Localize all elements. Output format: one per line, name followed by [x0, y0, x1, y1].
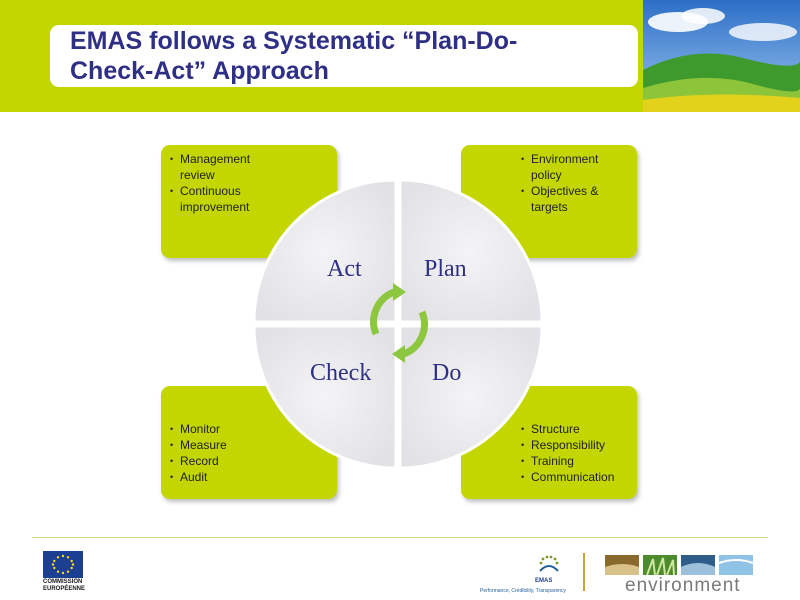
plan-item-1: Environment policy	[521, 151, 621, 183]
title-line-1: EMAS follows a Systematic “Plan-Do-	[70, 27, 518, 55]
title-line-2: Check-Act” Approach	[70, 57, 329, 85]
do-item-3: Training	[521, 453, 633, 469]
emas-logo-icon	[539, 555, 559, 572]
check-item-3: Record	[170, 453, 270, 469]
do-box: Structure Responsibility Training Commun…	[461, 386, 637, 499]
act-item-2: Continuous improvement	[170, 183, 270, 215]
emas-logo-text: EMAS	[535, 578, 553, 584]
plan-list: Environment policy Objectives & targets	[521, 151, 621, 215]
do-item-2: Responsibility	[521, 437, 633, 453]
title-box	[50, 25, 638, 87]
check-item-2: Measure	[170, 437, 270, 453]
check-item-4: Audit	[170, 469, 270, 485]
eu-flag-icon	[43, 551, 83, 578]
do-label: Do	[432, 360, 462, 386]
slide-title: EMAS follows a Systematic “Plan-Do- Chec…	[70, 26, 590, 86]
pdca-circle	[252, 178, 544, 470]
emas-tagline: Performance, Credibility, Transparency	[480, 588, 567, 594]
check-item-1: Monitor	[170, 421, 270, 437]
check-list: Monitor Measure Record Audit	[170, 421, 270, 485]
plan-label: Plan	[424, 256, 467, 282]
cycle-arrows-icon	[370, 288, 428, 358]
check-label: Check	[310, 360, 372, 386]
check-quadrant	[252, 324, 398, 470]
eu-commission-label: COMMISSION EUROPÉENNE	[43, 579, 85, 593]
environment-tiles-icon	[605, 555, 754, 576]
do-item-4: Communication	[521, 469, 633, 485]
act-list: Management review Continuous improvement	[170, 151, 270, 215]
environment-logo-tiles	[605, 555, 754, 580]
cycle-arrowhead-bottom	[392, 345, 405, 363]
act-quadrant	[252, 178, 398, 324]
footer-separator	[583, 553, 585, 591]
eu-line-1: COMMISSION	[43, 579, 83, 585]
landscape-photo	[643, 0, 800, 112]
do-item-1: Structure	[521, 421, 633, 437]
act-item-1: Management review	[170, 151, 270, 183]
cycle-arrowhead-top	[393, 283, 406, 301]
plan-item-2: Objectives & targets	[521, 183, 621, 215]
footer-divider	[32, 537, 768, 538]
do-quadrant	[398, 324, 544, 470]
eu-line-2: EUROPÉENNE	[43, 586, 86, 592]
act-label: Act	[327, 256, 362, 282]
do-list: Structure Responsibility Training Commun…	[521, 421, 633, 485]
environment-wordmark: environment	[625, 575, 741, 596]
plan-quadrant	[398, 178, 544, 324]
